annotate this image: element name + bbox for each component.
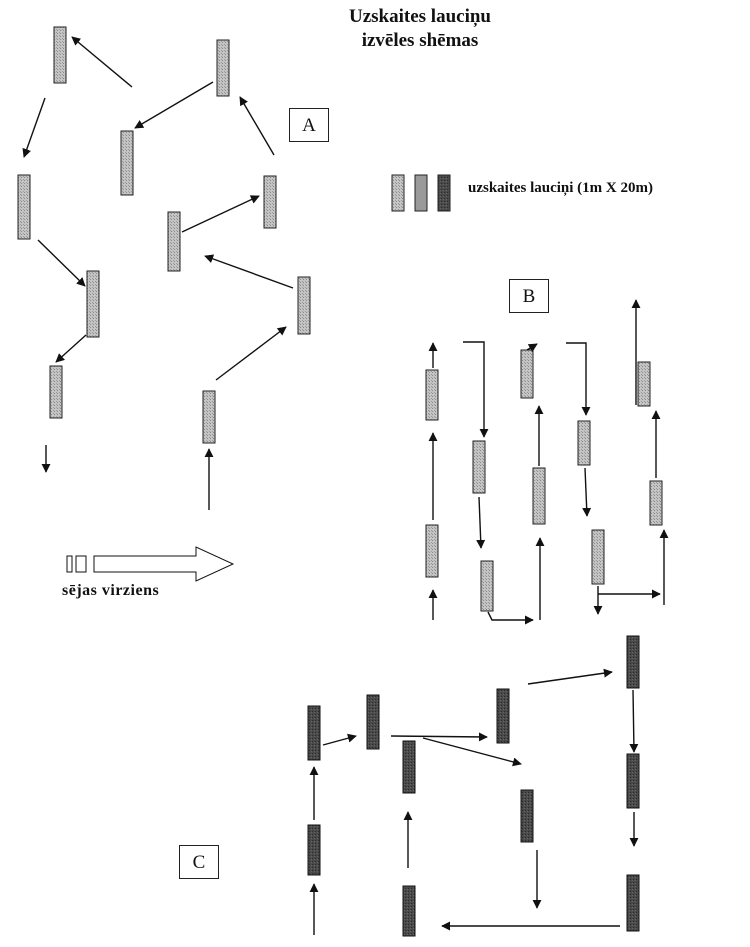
plot-rect — [49, 365, 63, 419]
diagram-title-line-2: izvēles shēmas — [361, 30, 479, 51]
plot-rect — [53, 26, 67, 84]
plot-rect — [649, 480, 663, 526]
plot-rect — [520, 349, 534, 399]
path-arrow — [181, 195, 260, 233]
plot-rect — [425, 524, 439, 578]
path-arrow — [204, 254, 294, 289]
scheme-a-plots — [17, 26, 311, 444]
plot-rect — [496, 688, 510, 744]
plot-rect — [626, 874, 640, 932]
panel-label-b: B — [509, 279, 549, 313]
path-arrow — [322, 733, 357, 746]
panel-label-c: C — [179, 845, 219, 879]
path-arrow — [527, 668, 613, 685]
scheme-c-plots — [307, 635, 640, 937]
plot-rect — [307, 824, 321, 876]
plot-rect — [425, 369, 439, 421]
path-arrow — [463, 341, 489, 438]
sowing-direction-label: sējas virziens — [62, 582, 160, 599]
path-arrow — [422, 737, 522, 767]
panel-label-a: A — [289, 108, 329, 142]
path-arrow — [390, 732, 488, 742]
path-arrow — [55, 334, 87, 363]
plot-rect — [297, 276, 311, 335]
path-arrow — [629, 689, 639, 753]
plot-rect — [216, 39, 230, 97]
plot-rect — [120, 130, 134, 196]
plot-rect — [532, 467, 546, 525]
legend-plots — [391, 174, 451, 212]
path-arrow — [134, 81, 214, 129]
plot-rect — [86, 270, 100, 338]
plot-rect — [263, 175, 277, 229]
path-arrow — [582, 467, 592, 517]
scheme-a-arrows — [22, 36, 294, 510]
path-arrow — [239, 96, 275, 156]
plot-rect — [577, 420, 591, 466]
legend-label: uzskaites lauciņi (1m X 20m) — [468, 180, 653, 196]
path-arrow — [476, 496, 486, 549]
path-arrow — [566, 342, 591, 416]
plot-rect — [307, 705, 321, 761]
plot-rect — [402, 885, 416, 937]
path-arrow — [215, 326, 287, 381]
plot-rect — [17, 174, 31, 240]
plot-rect — [480, 560, 494, 612]
scheme-b-plots — [425, 349, 663, 612]
plot-rect — [637, 361, 651, 407]
path-arrow — [37, 239, 86, 287]
path-arrow — [487, 611, 534, 625]
sowing-direction-arrow — [93, 546, 235, 582]
plot-rect — [626, 635, 640, 689]
diagram-title-line-1: Uzskaites lauciņu — [349, 6, 491, 27]
row-marker — [66, 555, 73, 573]
plot-rect — [202, 390, 216, 444]
plot-rect — [167, 211, 181, 272]
legend-plot-dark — [437, 174, 451, 212]
sowing-direction — [66, 546, 235, 582]
plot-rect — [472, 440, 486, 494]
legend-plot-light — [391, 174, 405, 212]
plot-rect — [402, 740, 416, 794]
plot-rect — [626, 753, 640, 809]
plot-rect — [366, 694, 380, 750]
plot-rect — [591, 529, 605, 585]
legend-plot-medium — [414, 174, 428, 212]
scheme-c-arrows — [309, 668, 639, 935]
path-arrow — [71, 36, 133, 88]
row-marker — [75, 555, 87, 573]
plot-rect — [520, 789, 534, 843]
scheme-b-arrows — [428, 299, 669, 625]
path-arrow — [526, 343, 538, 353]
path-arrow — [22, 97, 46, 158]
